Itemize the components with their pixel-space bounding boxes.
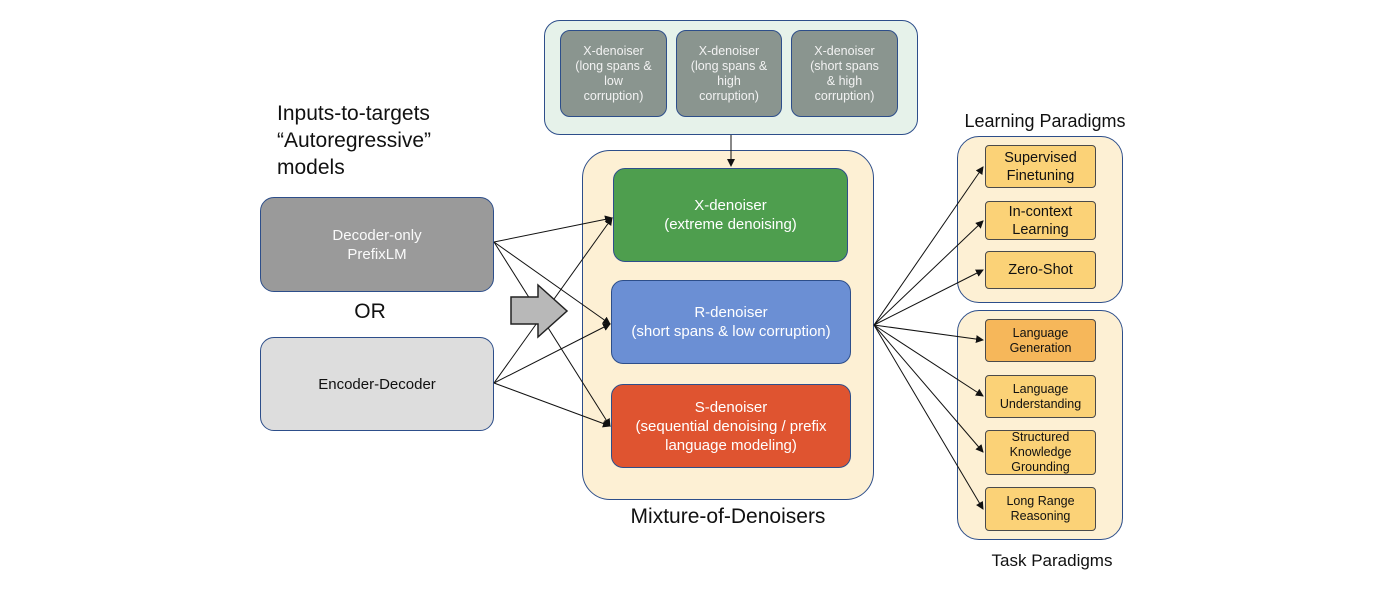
x-variant-long-high: X-denoiser (long spans & high corruption… bbox=[676, 30, 782, 117]
arrow-to-long-range bbox=[873, 324, 984, 510]
or-label: OR bbox=[354, 300, 386, 323]
x-variant-short-high: X-denoiser (short spans & high corruptio… bbox=[791, 30, 898, 117]
arrow-to-structured bbox=[873, 324, 984, 453]
inputs-title: Inputs-to-targets “Autoregressive” model… bbox=[277, 102, 432, 179]
x-denoiser-box: X-denoiser (extreme denoising) bbox=[613, 168, 848, 262]
x-variant-long-low: X-denoiser (long spans & low corruption) bbox=[560, 30, 667, 117]
arrow-to-zero-shot bbox=[873, 269, 984, 326]
in-context-learning-box: In-context Learning bbox=[985, 201, 1096, 240]
learning-paradigms-title: Learning Paradigms bbox=[964, 111, 1126, 131]
task-paradigms-title: Task Paradigms bbox=[991, 551, 1113, 570]
arrow-decoder-to-x bbox=[493, 215, 613, 243]
arrow-to-understanding bbox=[873, 324, 984, 397]
arrow-encdec-to-s bbox=[493, 382, 611, 428]
arrow-decoder-to-s bbox=[493, 241, 611, 427]
arrow-to-generation bbox=[873, 324, 984, 344]
s-denoiser-box: S-denoiser (sequential denoising / prefi… bbox=[611, 384, 851, 468]
arrow-decoder-to-r bbox=[493, 241, 611, 325]
arrow-to-in-context bbox=[873, 220, 984, 326]
mixture-caption: Mixture-of-Denoisers bbox=[630, 505, 826, 528]
block-arrow bbox=[510, 283, 569, 339]
supervised-finetuning-box: Supervised Finetuning bbox=[985, 145, 1096, 188]
decoder-only-box: Decoder-only PrefixLM bbox=[260, 197, 494, 292]
long-range-reasoning-box: Long Range Reasoning bbox=[985, 487, 1096, 531]
r-denoiser-box: R-denoiser (short spans & low corruption… bbox=[611, 280, 851, 364]
language-generation-box: Language Generation bbox=[985, 319, 1096, 362]
encoder-decoder-box: Encoder-Decoder bbox=[260, 337, 494, 431]
arrow-to-supervised bbox=[873, 166, 984, 326]
language-understanding-box: Language Understanding bbox=[985, 375, 1096, 418]
structured-knowledge-grounding-box: Structured Knowledge Grounding bbox=[985, 430, 1096, 475]
zero-shot-box: Zero-Shot bbox=[985, 251, 1096, 289]
arrow-encdec-to-r bbox=[493, 323, 611, 384]
